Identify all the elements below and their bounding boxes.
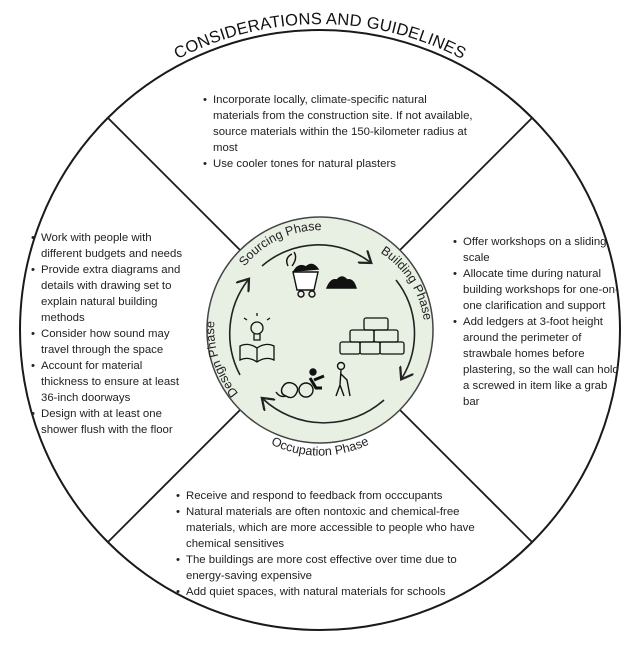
list-item: Incorporate locally, climate-specific na… (203, 92, 475, 156)
list-item: Design with at least one shower flush wi… (31, 406, 185, 438)
list-item: Provide extra diagrams and details with … (31, 262, 185, 326)
arrow-building (395, 279, 416, 378)
mine-cart-icon (285, 251, 357, 298)
arrow-occupation (263, 399, 385, 424)
list-item: Use cooler tones for natural plasters (203, 156, 475, 172)
list-item: Consider how sound may travel through th… (31, 326, 185, 358)
design-guidelines: Work with people with different budgets … (31, 230, 185, 438)
list-item: Account for material thickness to ensure… (31, 358, 185, 406)
list-item: Add ledgers at 3-foot height around the … (453, 314, 619, 410)
quadrant-dividers (107, 117, 533, 543)
arrow-design (228, 280, 248, 376)
lightbulb-book-icon (239, 313, 275, 363)
list-item: The buildings are more cost effective ov… (176, 552, 476, 584)
list-item: Work with people with different budgets … (31, 230, 185, 262)
occupation-guidelines: Receive and respond to feedback from occ… (176, 488, 476, 600)
list-item: Offer workshops on a sliding scale (453, 234, 619, 266)
inner-circle (206, 216, 434, 444)
list-item: Add quiet spaces, with natural materials… (176, 584, 476, 600)
sourcing-guidelines: Incorporate locally, climate-specific na… (203, 92, 475, 172)
accessibility-icons (275, 361, 351, 399)
arrow-sourcing (261, 244, 370, 267)
building-guidelines: Offer workshops on a sliding scale Alloc… (453, 234, 619, 410)
list-item: Allocate time during natural building wo… (453, 266, 619, 314)
straw-bales-icon (339, 317, 405, 355)
list-item: Natural materials are often nontoxic and… (176, 504, 476, 552)
cycle-arrows (228, 244, 416, 424)
list-item: Receive and respond to feedback from occ… (176, 488, 476, 504)
